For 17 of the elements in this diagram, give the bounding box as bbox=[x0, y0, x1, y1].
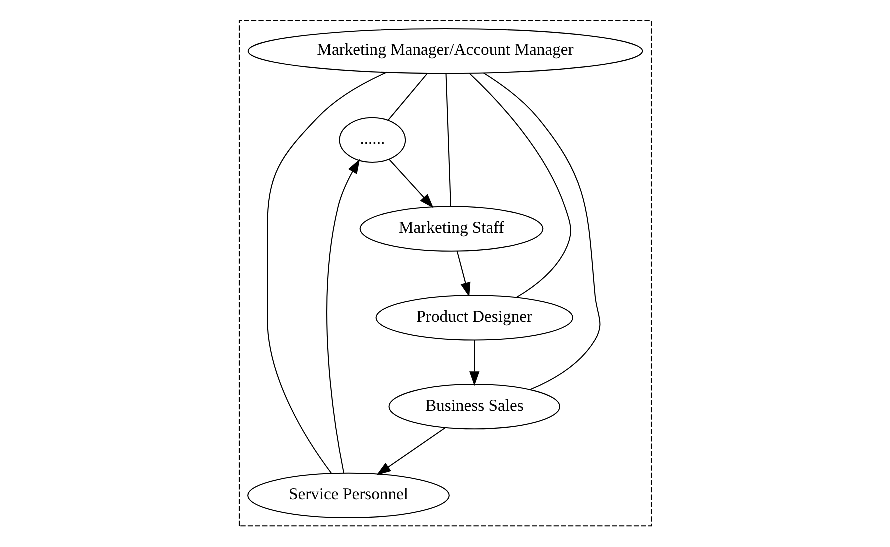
node-ellipse: Marketing Staff bbox=[359, 206, 544, 252]
connector bbox=[445, 74, 451, 207]
arrow bbox=[326, 159, 360, 474]
connector bbox=[468, 73, 571, 298]
connector bbox=[388, 73, 428, 121]
connector bbox=[266, 72, 387, 474]
cluster bbox=[238, 20, 652, 527]
arrow bbox=[469, 340, 480, 386]
arrow bbox=[456, 250, 470, 298]
node-ellipse: Product Designer bbox=[375, 295, 573, 341]
node-ellipse: Service Personnel bbox=[247, 472, 450, 519]
connector bbox=[483, 72, 600, 390]
node-ellipse: Business Sales bbox=[388, 384, 560, 430]
node-ellipse: Marketing Manager/Account Manager bbox=[247, 28, 643, 74]
arrow bbox=[388, 159, 434, 208]
node-ellipse: ...... bbox=[338, 117, 406, 163]
arrow bbox=[376, 427, 446, 476]
